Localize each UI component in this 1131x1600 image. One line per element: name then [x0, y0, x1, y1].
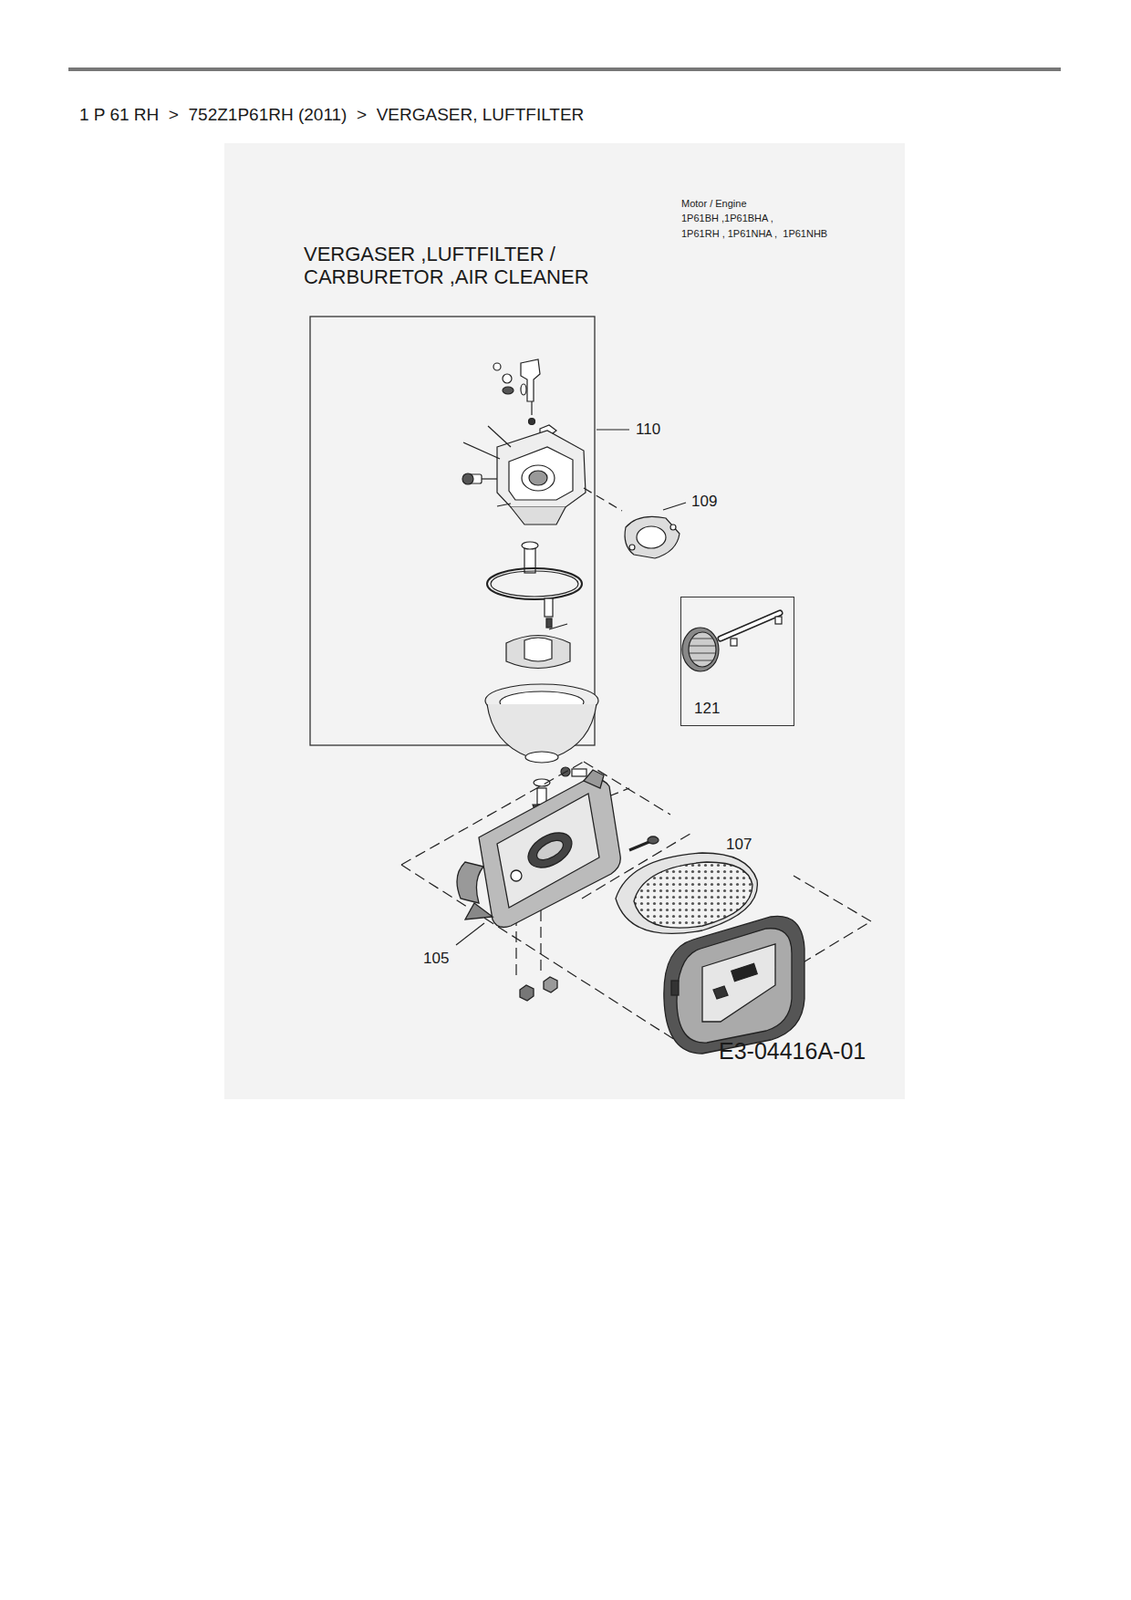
engine-models: 1P61BH ,1P61BHA ,: [681, 212, 774, 225]
air-cleaner-cover: [664, 915, 805, 1054]
callout-number: 121: [694, 699, 720, 718]
callout-number: 107: [726, 835, 752, 854]
filter-element: [615, 852, 758, 934]
carburetor-frame: [310, 316, 595, 746]
primer-drawing: [682, 612, 782, 672]
callout-number: 105: [423, 949, 449, 968]
page-header: 1 P 61 RH > 752Z1P61RH (2011) > VERGASER…: [79, 104, 584, 125]
carburetor-drawing: [462, 359, 623, 812]
drawing-number: E3-04416A-01: [718, 1037, 866, 1065]
inset-frame: 121: [680, 596, 795, 727]
engine-models: 1P61RH , 1P61NHA , 1P61NHB: [681, 228, 828, 240]
engine-heading: Motor / Engine: [681, 197, 748, 210]
diagram-heading: VERGASER ,LUFTFILTER / CARBURETOR ,AIR C…: [303, 242, 619, 290]
illustration-ground: [224, 143, 905, 1100]
gasket-drawing: [624, 516, 680, 559]
callout-number: 110: [635, 420, 661, 439]
header-rule: [68, 67, 1061, 72]
callout-number: 109: [691, 492, 717, 511]
